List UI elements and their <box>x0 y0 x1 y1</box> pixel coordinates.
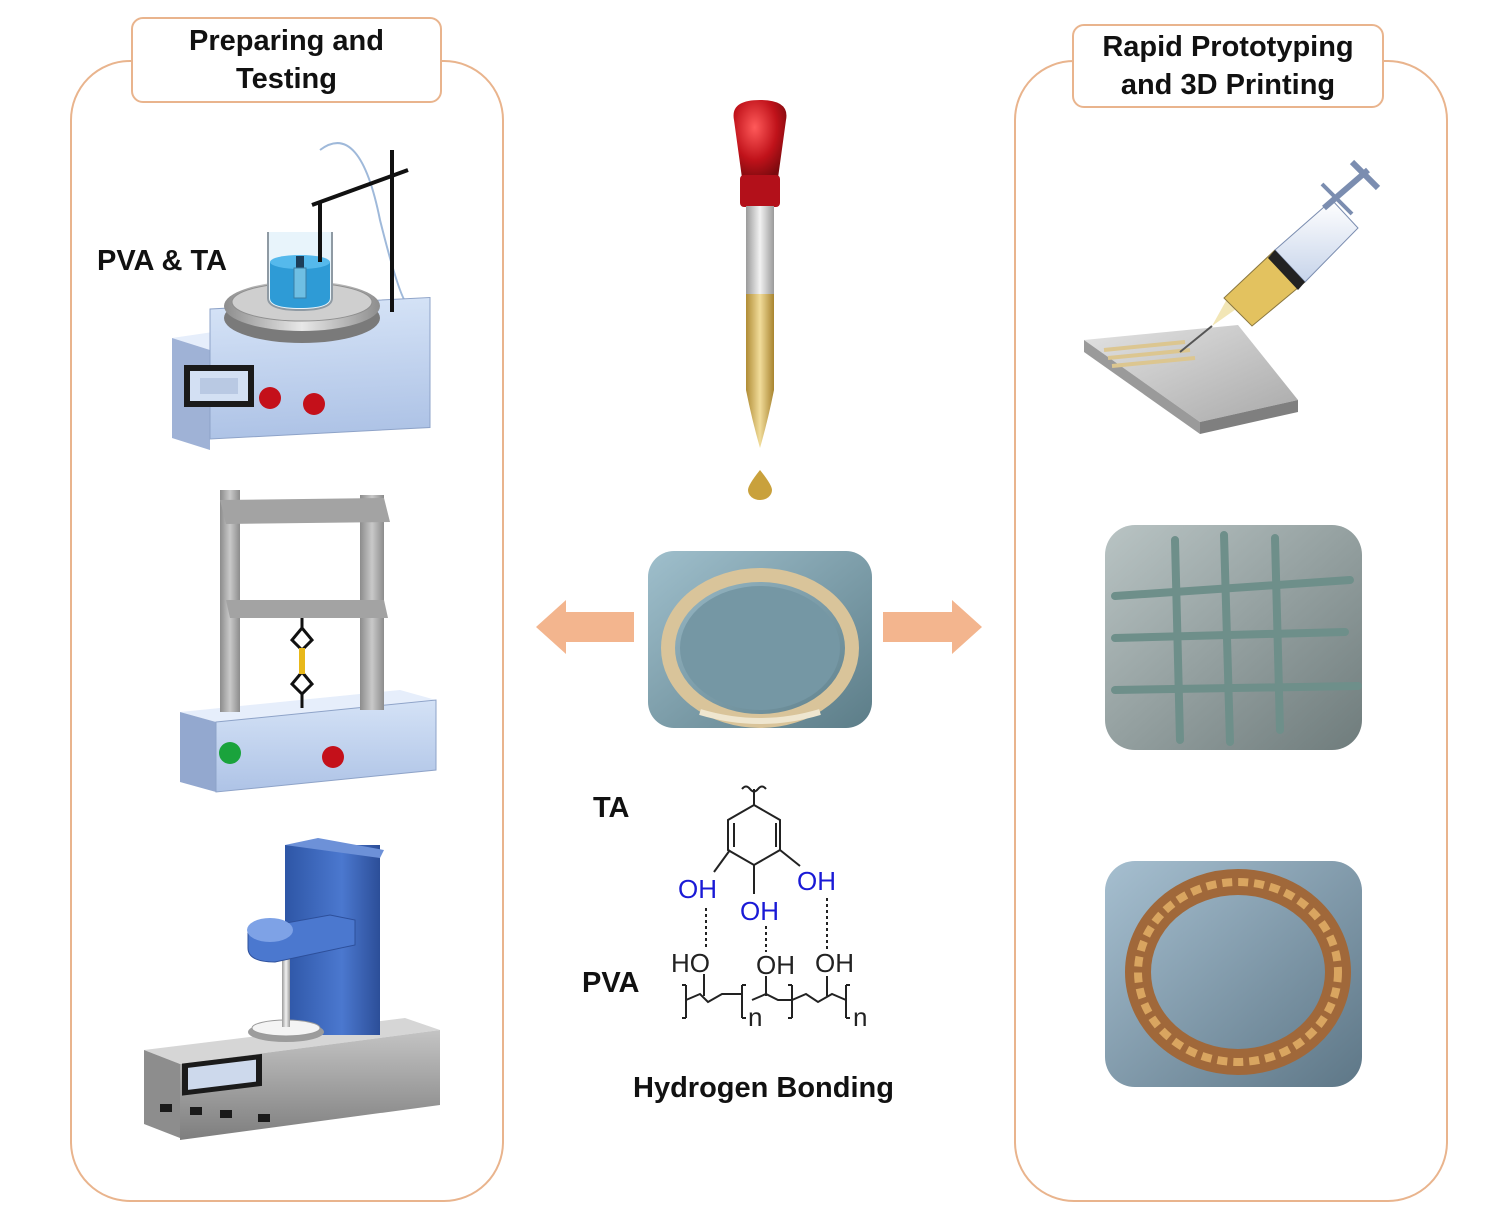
printed-ring-photo <box>1105 861 1362 1087</box>
pva-label: PVA <box>582 967 640 999</box>
stirrer-hotplate <box>172 142 431 450</box>
syringe-printing <box>1084 159 1381 434</box>
right-panel-title: Rapid Prototyping and 3D Printing <box>1072 24 1384 108</box>
stirrer-label: PVA & TA <box>97 245 227 277</box>
left-title-line2: Testing <box>236 63 337 95</box>
hydroxyl-1: OH <box>678 874 717 904</box>
pva-hydroxyl-1: HO <box>671 948 710 978</box>
hydroxyl-2: OH <box>740 896 779 926</box>
pva-hydroxyl-3: OH <box>815 948 854 978</box>
pva-hydroxyl-2: OH <box>756 950 795 980</box>
printed-grid-photo <box>1105 525 1362 750</box>
repeat-n-1: n <box>748 1002 763 1032</box>
repeat-n-2: n <box>853 1002 868 1032</box>
hydroxyl-3: OH <box>797 866 836 896</box>
arrow-left <box>536 600 634 654</box>
right-title-line2: and 3D Printing <box>1120 69 1336 101</box>
ta-label: TA <box>593 792 630 824</box>
gel-photo-center <box>648 551 872 728</box>
left-title-line1: Preparing and <box>189 25 384 57</box>
tensile-tester <box>180 490 437 793</box>
rheometer <box>144 838 440 1140</box>
arrow-right <box>883 600 982 654</box>
hydrogen-bonding-caption: Hydrogen Bonding <box>633 1072 894 1104</box>
pipette <box>733 100 787 500</box>
right-title-line1: Rapid Prototyping <box>1102 31 1354 63</box>
left-panel-title: Preparing and Testing <box>131 17 442 103</box>
chemical-structure <box>682 785 850 1019</box>
